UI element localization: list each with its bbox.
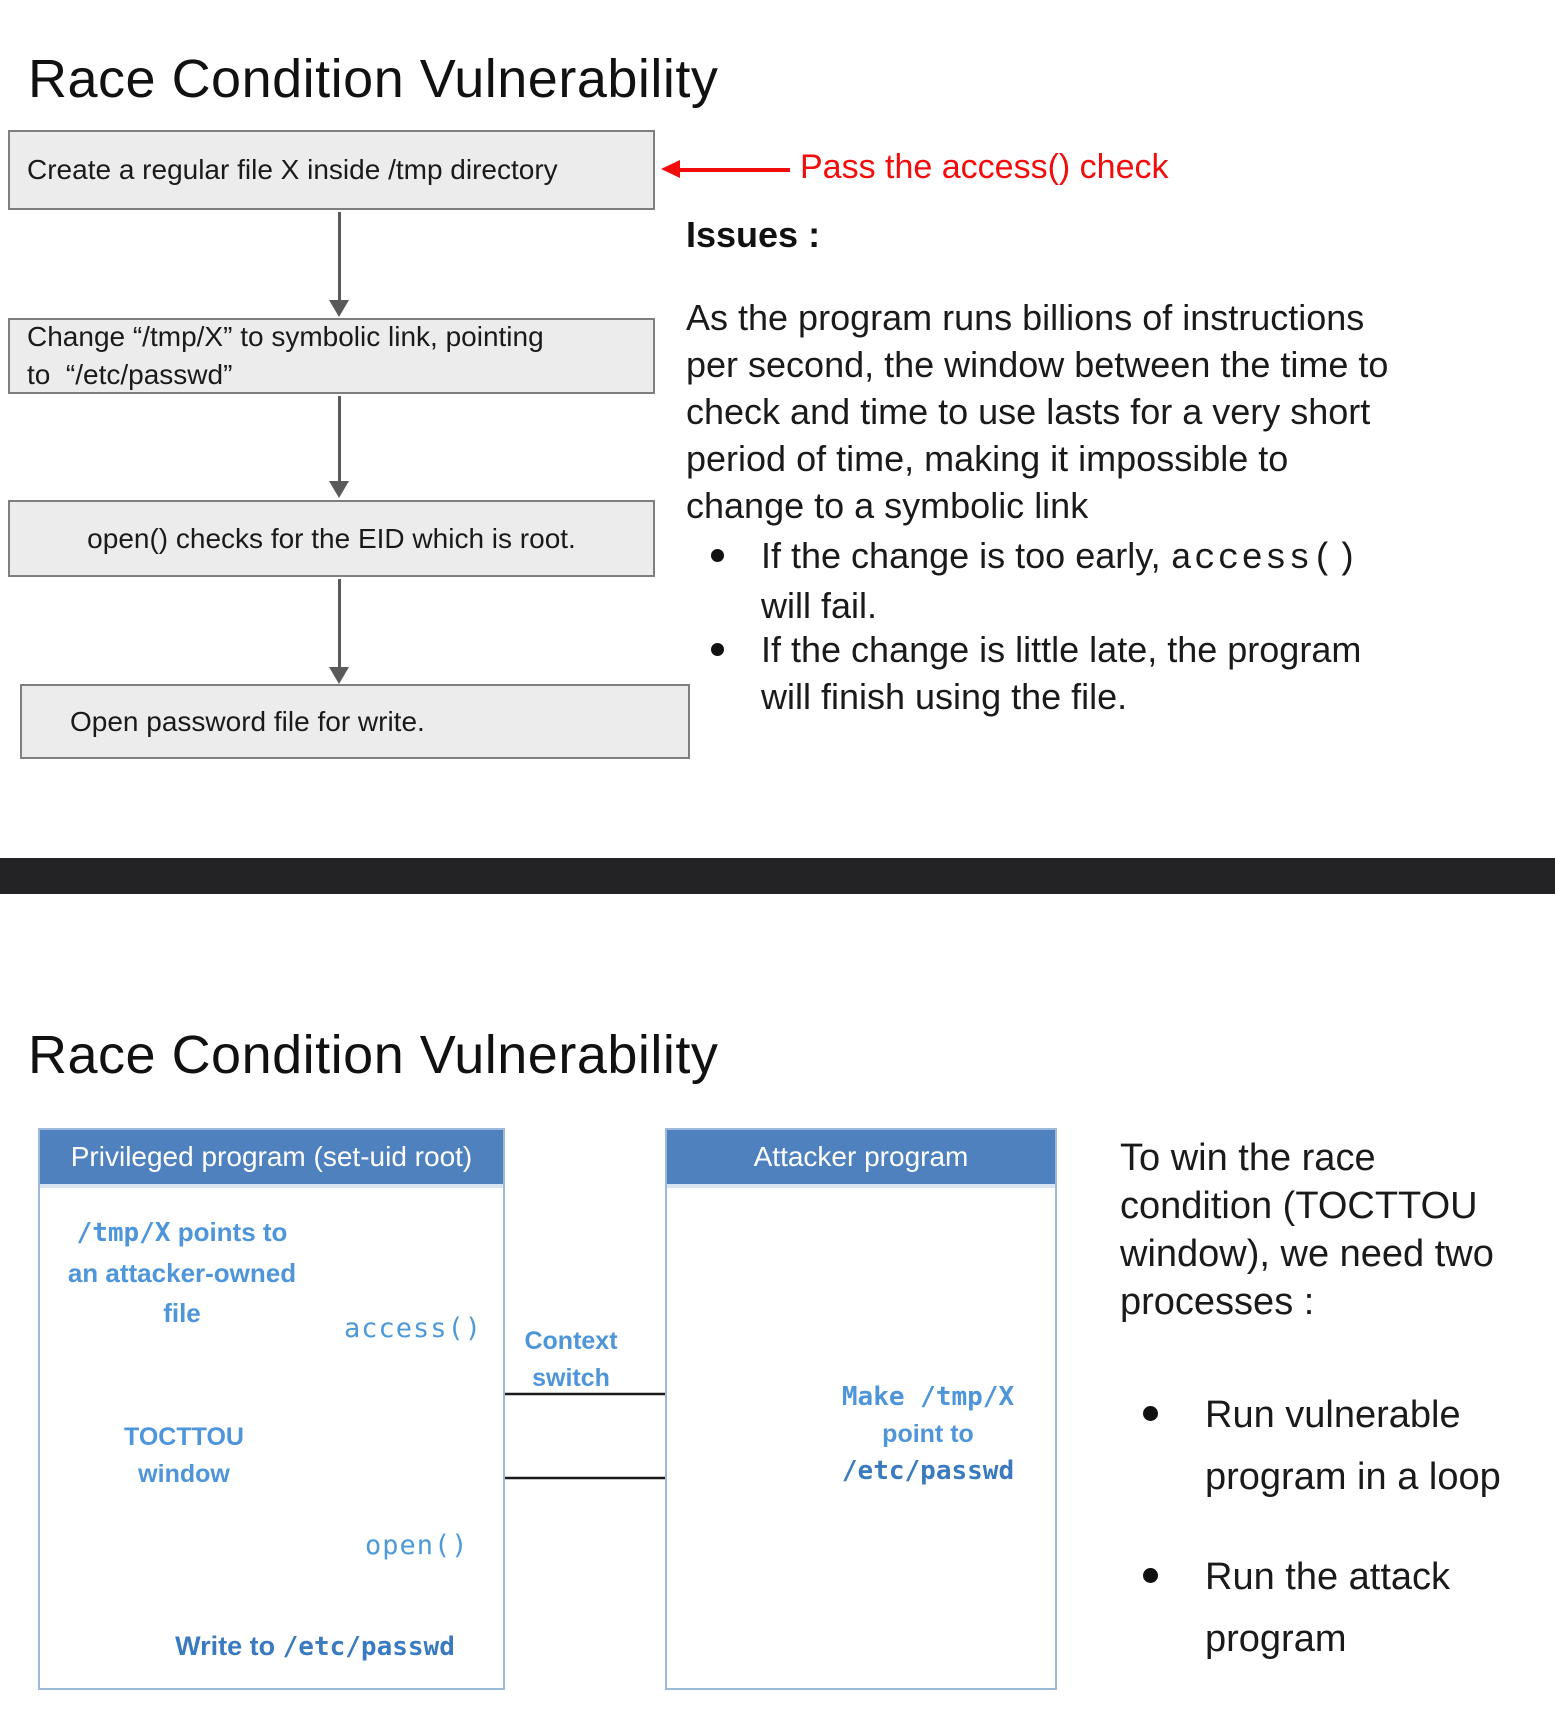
- issue-bullet-2-text: If the change is little late, the progra…: [761, 629, 1362, 717]
- open-call-label: open(): [365, 1530, 469, 1561]
- process-bullet-1-text: Run vulnerable program in a loop: [1205, 1394, 1501, 1498]
- tmp-points-label: /tmp/X points to an attacker-owned file: [57, 1212, 307, 1333]
- bullet-dot-icon: [1143, 1568, 1158, 1583]
- bullet1-code: access(): [1170, 538, 1360, 579]
- attacker-action-label: Make /tmp/X point to /etc/passwd: [798, 1379, 1058, 1490]
- flow-arrow-3: [329, 579, 349, 684]
- slide1-title: Race Condition Vulnerability: [28, 49, 719, 110]
- flow-step-label: Change “/tmp/X” to symbolic link, pointi…: [27, 321, 544, 390]
- tmp-points-line1: /tmp/X points to: [57, 1212, 307, 1253]
- bullet-dot-icon: [711, 643, 724, 656]
- privileged-program-box: Privileged program (set-uid root): [38, 1128, 505, 1690]
- issue-bullet-1: If the change is too early, access() wil…: [711, 532, 1359, 629]
- red-arrow-line: [678, 168, 790, 172]
- flow-step-symlink: Change “/tmp/X” to symbolic link, pointi…: [8, 318, 655, 394]
- flow-step-label: open() checks for the EID which is root.: [87, 522, 576, 554]
- flow-step-open-write: Open password file for write.: [20, 684, 690, 759]
- write-passwd-label: Write to /etc/passwd: [150, 1631, 480, 1662]
- bullet-dot-icon: [711, 549, 724, 562]
- attacker-program-header: Attacker program: [667, 1130, 1055, 1188]
- flow-arrow-1: [329, 212, 349, 317]
- attacker-action-line3: /etc/passwd: [841, 1456, 1015, 1486]
- etc-passwd-code: /etc/passwd: [282, 1632, 455, 1662]
- red-arrow-left-icon: [661, 160, 680, 178]
- issues-heading: Issues :: [686, 214, 821, 255]
- flow-arrow-2: [329, 396, 349, 498]
- bullet-dot-icon: [1143, 1406, 1158, 1421]
- tmp-points-bold: points to: [170, 1217, 288, 1247]
- attacker-program-box: Attacker program: [665, 1128, 1057, 1690]
- issues-paragraph: As the program runs billions of instruct…: [686, 297, 1389, 526]
- bullet1-pre: If the change is too early,: [761, 535, 1171, 576]
- attacker-action-line2: point to: [882, 1420, 974, 1448]
- slide-divider: [0, 858, 1555, 894]
- flow-step-label: Create a regular file X inside /tmp dire…: [27, 154, 558, 185]
- flow-step-create-file: Create a regular file X inside /tmp dire…: [8, 130, 655, 210]
- context-switch-label: Context switch: [524, 1327, 618, 1392]
- access-call-label: access(): [344, 1313, 483, 1344]
- issue-bullet-1-text: If the change is too early, access() wil…: [761, 532, 1359, 629]
- tocttou-window-label: TOCTTOU window: [124, 1423, 244, 1488]
- flow-step-open-check: open() checks for the EID which is root.: [8, 500, 655, 577]
- tmp-path-code: /tmp/X: [76, 1218, 171, 1248]
- issue-bullet-2: If the change is little late, the progra…: [711, 626, 1361, 720]
- tmp-points-line2: an attacker-owned: [67, 1258, 297, 1288]
- annotation-pass-access-check: Pass the access() check: [800, 148, 1169, 186]
- process-bullet-2-text: Run the attack program: [1205, 1556, 1451, 1660]
- flow-step-label: Open password file for write.: [70, 705, 425, 737]
- process-bullet-2: Run the attack program: [1143, 1546, 1450, 1670]
- privileged-program-header: Privileged program (set-uid root): [40, 1130, 503, 1188]
- bullet1-line2: will fail.: [761, 585, 878, 626]
- attacker-action-line1: Make /tmp/X: [841, 1382, 1015, 1412]
- race-intro-text: To win the race condition (TOCTTOU windo…: [1120, 1137, 1494, 1323]
- write-to-text: Write to: [175, 1631, 283, 1661]
- tmp-points-line3: file: [163, 1298, 201, 1328]
- process-bullet-1: Run vulnerable program in a loop: [1143, 1384, 1501, 1508]
- slide2-title: Race Condition Vulnerability: [28, 1025, 719, 1086]
